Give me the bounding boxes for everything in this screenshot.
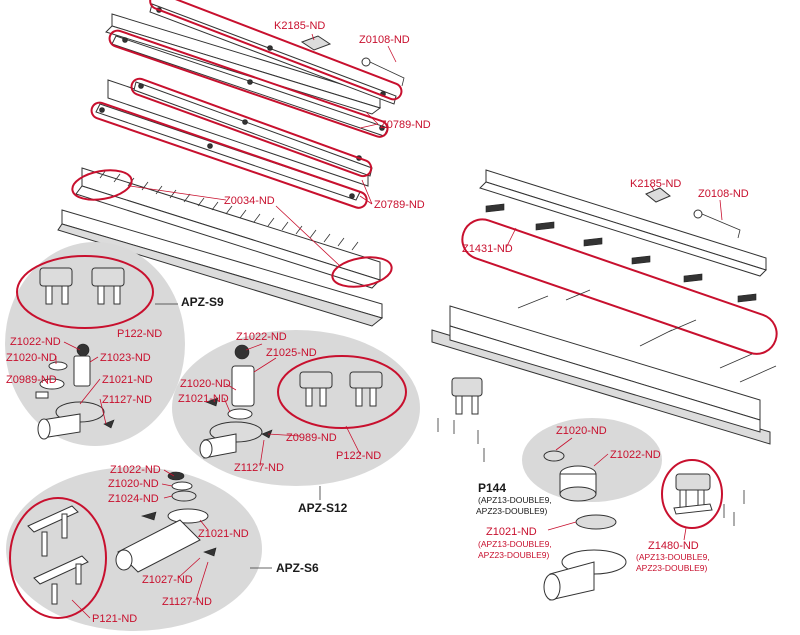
group-label-apz-s9: APZ-S9	[181, 295, 224, 309]
label-s9-z1020: Z1020-ND	[6, 352, 57, 364]
right-channel-assembly	[431, 169, 778, 526]
label-z1431: Z1431-ND	[462, 243, 513, 255]
label-s12-z1022: Z1022-ND	[236, 331, 287, 343]
label-p144-z1022: Z1022-ND	[610, 449, 661, 461]
label-p144-z1021-note-1: (APZ13-DOUBLE9,	[478, 539, 552, 549]
lifting-hook-icon	[693, 209, 741, 239]
drain-trap-icon	[543, 549, 627, 601]
label-s12-z1025: Z1025-ND	[266, 347, 317, 359]
drain-trap-icon	[115, 519, 201, 573]
support-legs-icon	[673, 473, 713, 515]
group-apz-s9: P122-ND Z1022-ND Z1020-ND Z1023-ND Z0989…	[5, 242, 224, 446]
highlight-rings-channel	[71, 0, 403, 288]
group-label-apz-s12: APZ-S12	[298, 501, 348, 515]
label-s9-z1021: Z1021-ND	[102, 374, 153, 386]
label-s9-z1022: Z1022-ND	[10, 336, 61, 348]
group-note-p144-1: (APZ13-DOUBLE9,	[478, 495, 552, 505]
label-s9-z1127: Z1127-ND	[102, 394, 152, 406]
drain-trap-icon	[199, 421, 263, 459]
access-key-icon	[645, 187, 671, 203]
group-note-p144-2: APZ23-DOUBLE9)	[476, 506, 547, 516]
support-feet-icon	[485, 203, 757, 303]
label-z0789-a: Z0789-ND	[380, 119, 431, 131]
group-z1480: Z1480-ND (APZ13-DOUBLE9, APZ23-DOUBLE9)	[636, 459, 723, 573]
label-s12-z0989: Z0989-ND	[286, 432, 337, 444]
label-s12-p122: P122-ND	[336, 450, 381, 462]
label-s9-z1023: Z1023-ND	[100, 352, 151, 364]
access-key-icon	[300, 35, 332, 51]
label-s6-z1127: Z1127-ND	[162, 596, 212, 608]
label-z1480: Z1480-ND	[648, 540, 699, 552]
label-s6-z1022: Z1022-ND	[110, 464, 161, 476]
label-s12-z1127: Z1127-ND	[234, 462, 284, 474]
label-s12-z1020: Z1020-ND	[180, 378, 231, 390]
label-z1480-note-2: APZ23-DOUBLE9)	[636, 563, 707, 573]
label-z0108-top: Z0108-ND	[359, 34, 410, 46]
group-label-apz-s6: APZ-S6	[276, 561, 319, 575]
label-s9-p122: P122-ND	[117, 328, 162, 340]
label-z1480-note-1: (APZ13-DOUBLE9,	[636, 552, 710, 562]
label-p144-z1021-note-2: APZ23-DOUBLE9)	[478, 550, 549, 560]
label-s6-p121: P121-ND	[92, 613, 137, 625]
group-p144: Z1020-ND Z1022-ND P144 (APZ13-DOUBLE9, A…	[476, 418, 662, 601]
group-label-p144: P144	[478, 481, 506, 495]
support-legs-icon	[39, 267, 125, 305]
label-s6-z1020: Z1020-ND	[108, 478, 159, 490]
support-legs-icon	[27, 505, 89, 605]
label-p144-z1021: Z1021-ND	[486, 526, 537, 538]
label-s6-z1024: Z1024-ND	[108, 493, 159, 505]
label-s9-z0989: Z0989-ND	[6, 374, 57, 386]
label-s12-z1021: Z1021-ND	[178, 393, 229, 405]
support-legs-icon	[299, 371, 383, 407]
label-k2185-top: K2185-ND	[274, 20, 325, 32]
group-apz-s6: Z1022-ND Z1020-ND Z1024-ND Z1021-ND Z102…	[6, 464, 319, 631]
label-k2185-right: K2185-ND	[630, 178, 681, 190]
drain-trap-icon	[37, 401, 105, 440]
label-s6-z1021: Z1021-ND	[198, 528, 249, 540]
label-p144-z1020: Z1020-ND	[556, 425, 607, 437]
group-apz-s12: Z1022-ND Z1025-ND Z1020-ND Z1021-ND Z098…	[172, 330, 420, 515]
label-s6-z1027: Z1027-ND	[142, 574, 193, 586]
label-z0108-right: Z0108-ND	[698, 188, 749, 200]
label-z0789-b: Z0789-ND	[374, 199, 425, 211]
label-z0034: Z0034-ND	[224, 195, 275, 207]
lifting-hook-icon	[361, 57, 405, 87]
